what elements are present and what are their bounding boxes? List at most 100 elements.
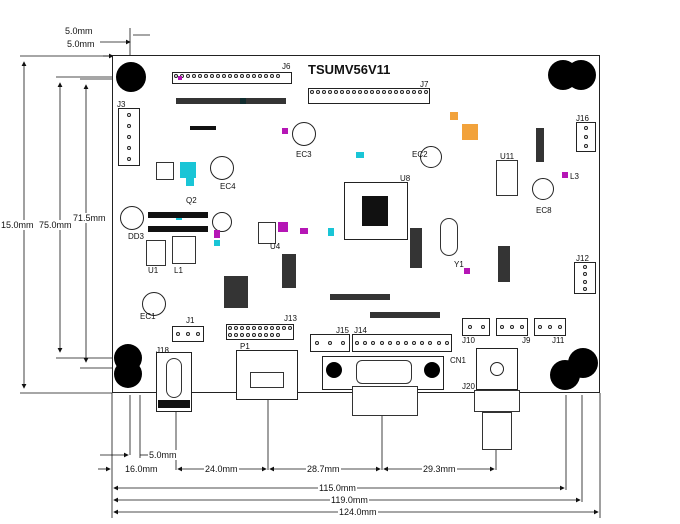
smd-cluster-2	[190, 126, 216, 130]
label-p1: P1	[240, 342, 250, 351]
marker-magenta-7	[282, 128, 288, 134]
label-j16: J16	[576, 114, 589, 123]
dim-bottom-115: 115.0mm	[318, 483, 357, 493]
marker-cyan-4	[356, 152, 364, 158]
label-dd3: DD3	[128, 232, 145, 241]
marker-magenta-2	[300, 228, 308, 234]
label-j1: J1	[186, 316, 195, 325]
smd-cluster-9	[330, 294, 390, 300]
marker-cyan-3	[328, 228, 334, 236]
connector-p1-port	[250, 372, 284, 388]
inductor-l1	[172, 236, 196, 264]
smd-cluster-10	[536, 128, 544, 162]
header-j15	[310, 334, 350, 352]
dim-top-a: 5.0mm	[64, 26, 94, 36]
smd-cluster-8	[370, 312, 440, 318]
marker-cyan-1	[180, 162, 196, 178]
marker-magenta-1	[278, 222, 288, 232]
header-j9	[496, 318, 528, 336]
label-j13: J13	[284, 314, 297, 323]
marker-orange-2	[450, 112, 458, 120]
header-j16	[576, 122, 596, 152]
header-j11	[534, 318, 566, 336]
label-j7: J7	[420, 80, 429, 89]
header-j12	[574, 262, 596, 294]
smd-cluster-3	[148, 212, 208, 218]
marker-orange-1	[462, 124, 478, 140]
connector-j20-barrel-2	[482, 412, 512, 450]
label-j18: J18	[156, 346, 169, 355]
label-j12: J12	[576, 254, 589, 263]
label-u11: U11	[500, 152, 515, 161]
connector-j18-base	[158, 400, 190, 408]
dim-bottom-124: 124.0mm	[338, 507, 378, 517]
ic-u11	[496, 160, 518, 196]
dim-bottom-29-3: 29.3mm	[422, 464, 457, 474]
label-cn1: CN1	[450, 356, 467, 365]
label-u8: U8	[400, 174, 411, 183]
label-j10: J10	[462, 336, 475, 345]
dim-bottom-119: 119.0mm	[330, 495, 369, 505]
label-ec1: EC1	[140, 312, 156, 321]
label-l1: L1	[174, 266, 183, 275]
label-j11: J11	[552, 336, 565, 345]
label-y1: Y1	[454, 260, 464, 269]
crystal-y1	[440, 218, 458, 256]
marker-cyan-6	[214, 240, 220, 246]
header-j6	[172, 72, 292, 84]
label-ec3: EC3	[296, 150, 312, 159]
header-j7	[308, 88, 430, 104]
smd-cluster-5	[224, 276, 248, 308]
label-j15: J15	[336, 326, 349, 335]
mounting-hole-top-left	[116, 62, 146, 92]
dim-bottom-16: 16.0mm	[124, 464, 159, 474]
connector-cn1-shell	[352, 386, 418, 416]
connector-cn1-screw-left	[326, 362, 342, 378]
smd-cluster-11	[282, 254, 296, 288]
marker-magenta-5	[464, 268, 470, 274]
header-j1	[172, 326, 204, 342]
capacitor-ec4	[210, 156, 234, 180]
board-title: TSUMV56V11	[308, 62, 391, 77]
capacitor-ec3	[292, 122, 316, 146]
dim-left-mid: 75.0mm	[38, 220, 73, 230]
capacitor-dd3	[120, 206, 144, 230]
label-q2: Q2	[186, 196, 197, 205]
capacitor-ec2	[420, 146, 442, 168]
mounting-hole-bottom-left-2	[114, 360, 142, 388]
connector-cn1-dsub	[356, 360, 412, 384]
dim-bottom-5: 5.0mm	[148, 450, 178, 460]
transistor-q2	[156, 162, 174, 180]
smd-cluster-6	[410, 228, 422, 268]
label-u4: U4	[270, 242, 281, 251]
label-ec2: EC2	[412, 150, 428, 159]
label-j20: J20	[462, 382, 475, 391]
label-j6: J6	[282, 62, 291, 71]
capacitor-ec1	[142, 292, 166, 316]
marker-magenta-3	[214, 230, 220, 238]
dim-top-b: 5.0mm	[66, 39, 96, 49]
smd-cluster-4	[148, 226, 208, 232]
connector-cn1-screw-right	[424, 362, 440, 378]
marker-magenta-6	[562, 172, 568, 178]
label-j14: J14	[354, 326, 367, 335]
label-ec4: EC4	[220, 182, 236, 191]
dim-bottom-28-7: 28.7mm	[306, 464, 341, 474]
connector-j18-body	[166, 358, 182, 398]
ic-u1	[146, 240, 166, 266]
header-j10	[462, 318, 490, 336]
capacitor-ec8	[532, 178, 554, 200]
ic-u4	[258, 222, 276, 244]
header-j14	[352, 334, 452, 352]
ic-u8-die	[362, 196, 388, 226]
label-l3: L3	[570, 172, 579, 181]
mounting-hole-bottom-right-2	[568, 348, 598, 378]
marker-cyan-2	[186, 178, 194, 186]
connector-j20-barrel	[474, 390, 520, 412]
capacitor-c-small	[212, 212, 232, 232]
dim-left-inner: 71.5mm	[72, 213, 107, 223]
smd-cluster-7	[498, 246, 510, 282]
mounting-hole-top-right-2	[566, 60, 596, 90]
dim-bottom-24: 24.0mm	[204, 464, 239, 474]
label-j9: J9	[522, 336, 531, 345]
